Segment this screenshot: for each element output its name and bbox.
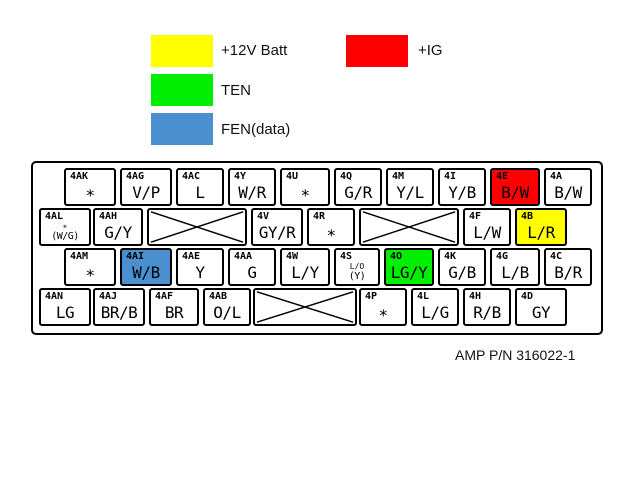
- legend-swatch-fen-data: [151, 113, 213, 145]
- legend-swatch-ten: [151, 74, 213, 106]
- blank-cavity: [147, 208, 247, 246]
- blank-cavity-cross: [150, 211, 244, 243]
- legend-swatch-ig: [346, 35, 408, 67]
- blank-cavity: [253, 288, 357, 326]
- pin-4ak: 4AK∗: [64, 168, 116, 206]
- blank-cavity-cross: [362, 211, 456, 243]
- pin-4u: 4U∗: [280, 168, 330, 206]
- part-number: AMP P/N 316022-1: [455, 347, 576, 363]
- pin-4p: 4P∗: [359, 288, 407, 326]
- legend-swatch-12v-batt: [151, 35, 213, 67]
- blank-cavity-cross: [256, 291, 354, 323]
- pin-4r: 4R∗: [307, 208, 355, 246]
- pin-4al: 4AL∗(W/G): [39, 208, 91, 246]
- blank-cavity: [359, 208, 459, 246]
- legend-label-fen-data: FEN(data): [221, 121, 291, 138]
- pin-4am: 4AM∗: [64, 248, 116, 286]
- legend-label-ten: TEN: [221, 82, 251, 99]
- legend-label-12v-batt: +12V Batt: [221, 42, 288, 59]
- legend-label-ig: +IG: [418, 42, 443, 59]
